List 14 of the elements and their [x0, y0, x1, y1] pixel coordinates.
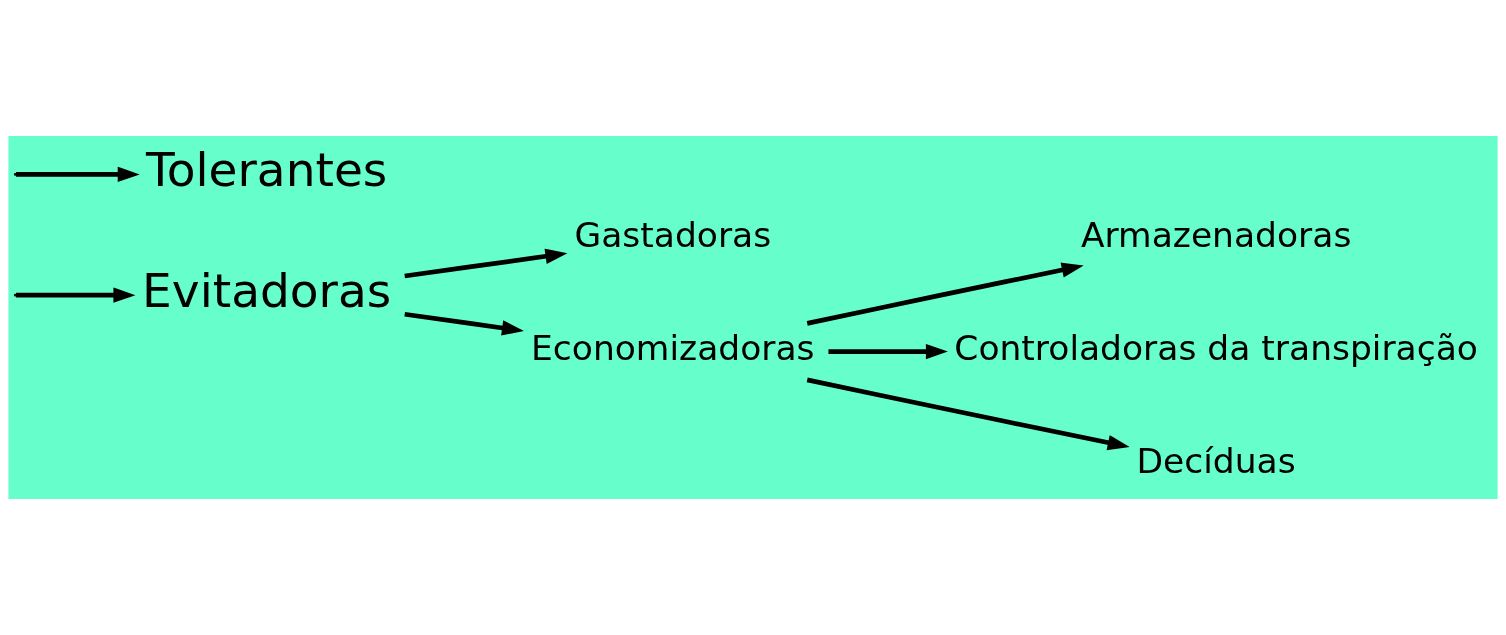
arrow [404, 248, 568, 279]
node-text: Tolerantes [146, 142, 388, 198]
node-text: Gastadoras [574, 215, 772, 256]
arrow [16, 287, 136, 303]
arrow [806, 377, 1130, 451]
node-text: Controladoras da transpiração [954, 328, 1478, 369]
arrow [16, 166, 140, 183]
arrow [806, 262, 1084, 326]
node-text: Armazenadoras [1080, 215, 1352, 256]
node-text: Decíduas [1136, 441, 1296, 482]
arrow [404, 311, 524, 336]
arrow [828, 343, 948, 360]
node-text: Evitadoras [142, 262, 392, 318]
node-text: Economizadoras [531, 328, 815, 369]
